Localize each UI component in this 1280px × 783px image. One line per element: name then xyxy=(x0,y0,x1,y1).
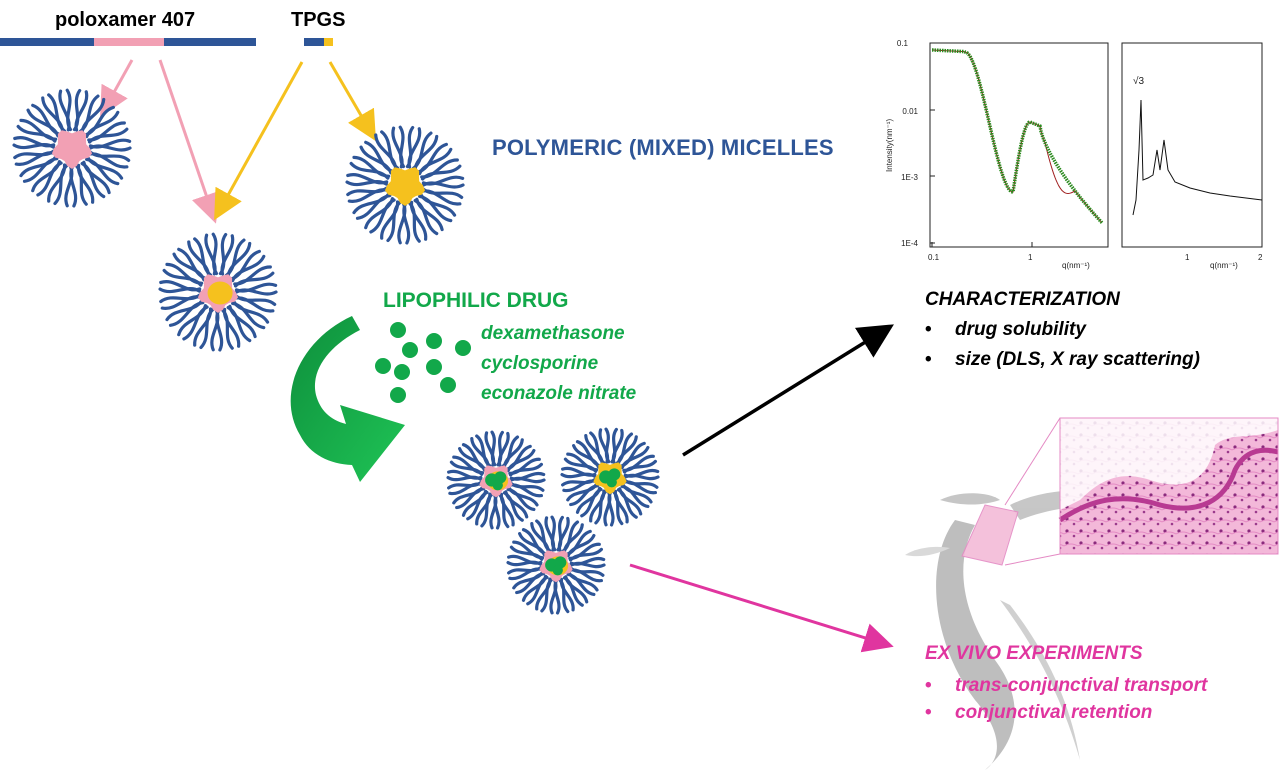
eye-cross-section-icon xyxy=(905,490,1200,770)
arrow-to-characterization xyxy=(682,324,894,457)
ex-vivo-list: •trans-conjunctival transport •conjuncti… xyxy=(925,672,1207,726)
list-item: •drug solubility xyxy=(925,315,1200,345)
list-item: •size (DLS, X ray scattering) xyxy=(925,345,1200,375)
drug-particle-icon xyxy=(440,377,456,393)
drug-particle-icon xyxy=(426,333,442,349)
lipophilic-drug-heading: LIPOPHILIC DRUG xyxy=(383,289,569,312)
bullet-icon: • xyxy=(925,675,932,696)
drug-loaded-micelle-icon xyxy=(560,427,660,527)
drug-loaded-micelle-icon xyxy=(506,515,606,615)
pink-arrow-to-poloxamer-micelle xyxy=(100,59,134,118)
tpgs-label: TPGS xyxy=(291,9,346,31)
list-item: •conjunctival retention xyxy=(925,699,1207,726)
drug-item-econazole: econazole nitrate xyxy=(481,383,637,404)
bullet-icon: • xyxy=(925,702,932,723)
sample-region xyxy=(961,417,1061,566)
ex-vivo-heading: EX VIVO EXPERIMENTS xyxy=(925,643,1143,664)
bullet-icon: • xyxy=(925,349,932,370)
green-curved-arrow-icon xyxy=(290,316,405,482)
drug-particle-icon xyxy=(402,342,418,358)
drug-item-cyclosporine: cyclosporine xyxy=(481,353,599,374)
characterization-list: •drug solubility •size (DLS, X ray scatt… xyxy=(925,315,1200,375)
drug-particle-icon xyxy=(455,340,471,356)
drug-particle-icon xyxy=(426,359,442,375)
tissue-histology-icon xyxy=(1058,417,1279,555)
list-item: •trans-conjunctival transport xyxy=(925,672,1207,699)
drug-particle-icon xyxy=(375,358,391,374)
micelles-heading: POLYMERIC (MIXED) MICELLES xyxy=(492,135,834,160)
gold-arrow-to-mixed-micelle xyxy=(214,61,304,221)
tpgs-micelle-icon xyxy=(345,125,465,245)
arrow-to-ex-vivo xyxy=(629,563,894,653)
bullet-icon: • xyxy=(925,319,932,340)
gold-arrow-to-tpgs-micelle xyxy=(328,61,377,142)
drug-particle-icon xyxy=(390,387,406,403)
mixed-micelle-icon xyxy=(158,232,278,352)
drug-list: dexamethasone cyclosporine econazole nit… xyxy=(481,319,636,409)
drug-particles xyxy=(375,322,471,403)
characterization-heading: CHARACTERIZATION xyxy=(925,289,1120,310)
pink-arrow-to-mixed-micelle xyxy=(158,59,221,224)
tpgs-chain xyxy=(304,38,333,46)
poloxamer-chain xyxy=(0,38,256,46)
drug-loaded-micelle-icon xyxy=(446,430,546,530)
poloxamer-label: poloxamer 407 xyxy=(55,9,196,31)
drug-particle-icon xyxy=(390,322,406,338)
poloxamer-micelle-icon xyxy=(12,88,132,208)
drug-particle-icon xyxy=(394,364,410,380)
drug-item-dexamethasone: dexamethasone xyxy=(481,323,625,344)
